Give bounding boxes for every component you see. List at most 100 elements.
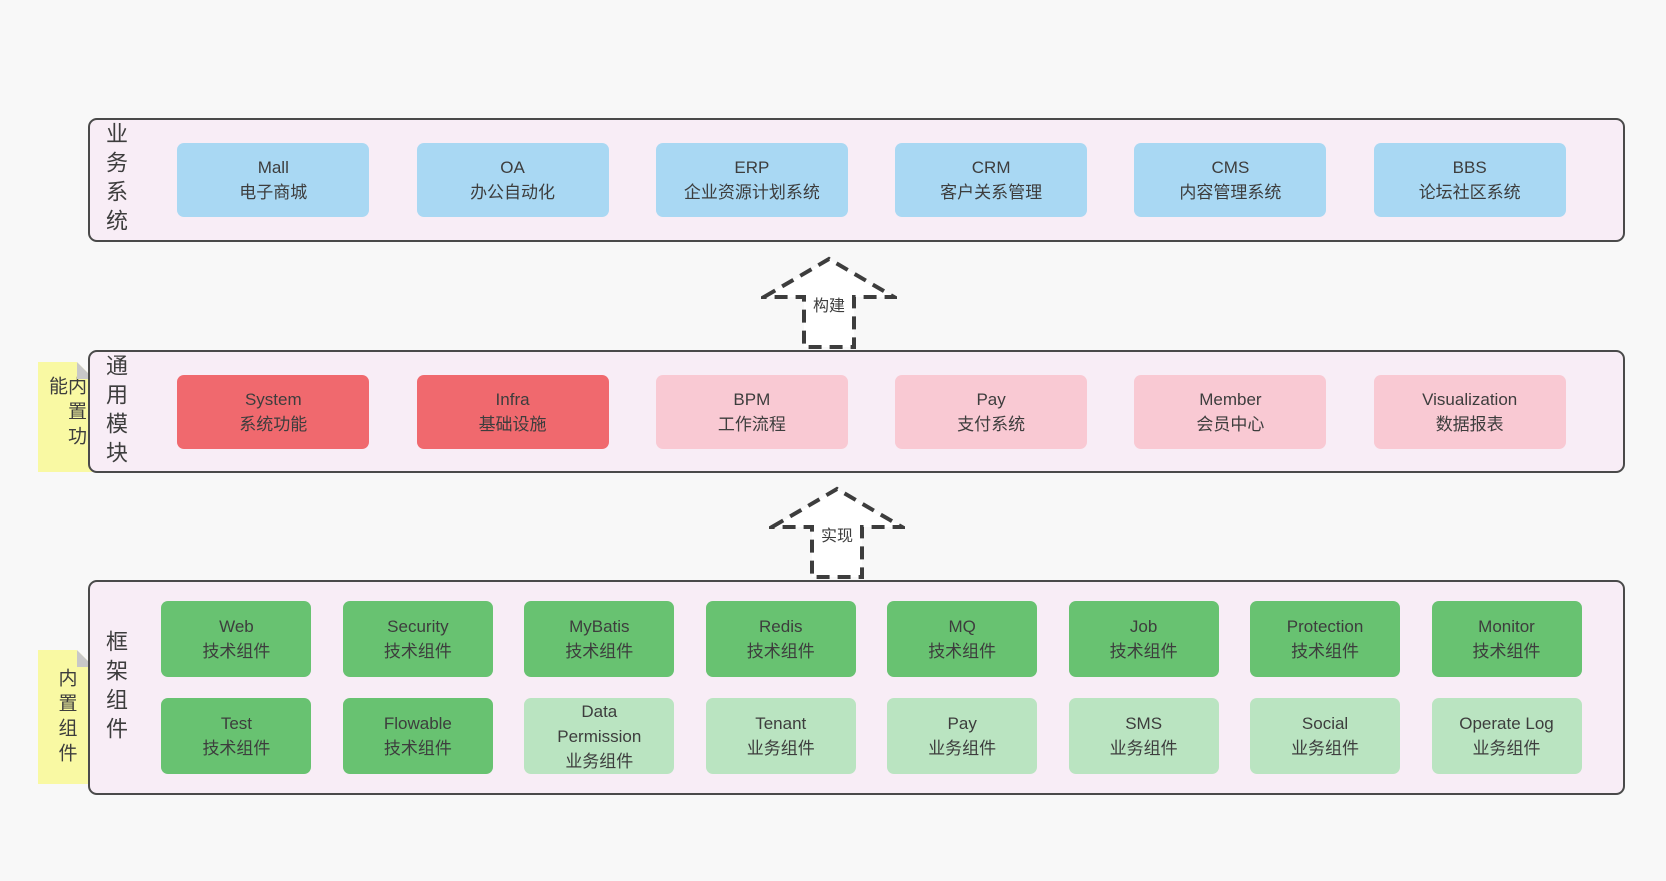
band-label-framework-components: 框架组件 — [103, 629, 128, 746]
box-cms: CMS 内容管理系统 — [1134, 143, 1327, 217]
box-subtitle: 业务组件 — [1472, 739, 1541, 759]
box-subtitle: 技术组件 — [383, 641, 452, 661]
box-subtitle: 业务组件 — [565, 751, 634, 771]
box-infra: Infra 基础设施 — [416, 374, 609, 449]
box-title: Protection — [1286, 616, 1364, 636]
box-subtitle: 支付系统 — [957, 414, 1026, 434]
box-subtitle: 客户关系管理 — [940, 183, 1043, 202]
box-mall: Mall 电子商城 — [177, 143, 370, 217]
arrow-label: 构建 — [809, 292, 849, 316]
box-subtitle: 会员中心 — [1196, 414, 1265, 434]
box-subtitle: 业务组件 — [1291, 739, 1360, 759]
box-bbs: BBS 论坛社区系统 — [1373, 143, 1566, 217]
box-security: Security 技术组件 — [342, 600, 493, 677]
box-subtitle: 技术组件 — [565, 641, 634, 661]
box-data-permission: Data Permission 业务组件 — [524, 698, 675, 775]
box-mq: MQ 技术组件 — [887, 600, 1038, 677]
box-title: MyBatis — [569, 616, 630, 636]
box-system: System 系统功能 — [177, 374, 370, 449]
box-subtitle: 技术组件 — [746, 641, 815, 661]
box-job: Job 技术组件 — [1068, 600, 1219, 677]
box-title: Web — [219, 616, 254, 636]
box-bpm: BPM 工作流程 — [655, 374, 848, 449]
band-boxes: System 系统功能 Infra 基础设施 BPM 工作流程 Pay 支付系统… — [130, 352, 1613, 471]
framework-row-2: Test 技术组件 Flowable 技术组件 Data Permission … — [130, 688, 1613, 786]
box-title: CRM — [971, 158, 1011, 177]
sticky-note-builtin-features: 内置功能 — [38, 362, 94, 472]
box-title: Job — [1129, 616, 1158, 636]
box-title: Member — [1199, 389, 1262, 409]
box-title: BPM — [733, 389, 771, 409]
box-mybatis: MyBatis 技术组件 — [524, 600, 675, 677]
box-subtitle: 技术组件 — [1109, 641, 1178, 661]
framework-row-1: Web 技术组件 Security 技术组件 MyBatis 技术组件 Redi… — [130, 590, 1613, 688]
box-monitor: Monitor 技术组件 — [1431, 600, 1582, 677]
box-title: SMS — [1125, 714, 1163, 734]
band-rows: Web 技术组件 Security 技术组件 MyBatis 技术组件 Redi… — [130, 582, 1613, 793]
box-subtitle: 企业资源计划系统 — [683, 183, 820, 202]
box-member: Member 会员中心 — [1134, 374, 1327, 449]
sticky-note-label: 内置功能 — [46, 376, 86, 451]
sticky-note-builtin-components: 内置组件 — [38, 650, 94, 784]
box-title: BBS — [1452, 158, 1487, 177]
box-title: System — [244, 389, 302, 409]
box-title: CMS — [1211, 158, 1250, 177]
sticky-note-label: 内置组件 — [55, 668, 77, 768]
box-title: Social — [1301, 714, 1349, 734]
box-subtitle: 论坛社区系统 — [1418, 183, 1521, 202]
box-title: Operate Log — [1459, 714, 1554, 734]
band-boxes: Mall 电子商城 OA 办公自动化 ERP 企业资源计划系统 CRM 客户关系… — [130, 120, 1613, 240]
box-title: Pay — [947, 714, 977, 734]
box-title: ERP — [734, 158, 770, 177]
box-erp: ERP 企业资源计划系统 — [655, 143, 848, 217]
box-subtitle: 基础设施 — [478, 414, 547, 434]
box-operate-log: Operate Log 业务组件 — [1431, 698, 1582, 775]
box-subtitle: 技术组件 — [1472, 641, 1541, 661]
box-flowable: Flowable 技术组件 — [342, 698, 493, 775]
box-subtitle: 业务组件 — [1109, 739, 1178, 759]
box-subtitle: 技术组件 — [383, 739, 452, 759]
box-subtitle: 工作流程 — [717, 414, 786, 434]
arrow-implement: 实现 — [769, 486, 905, 580]
box-test: Test 技术组件 — [161, 698, 312, 775]
box-title: Redis — [759, 616, 803, 636]
band-business-systems: 业务系统 Mall 电子商城 OA 办公自动化 ERP 企业资源计划系统 CRM… — [88, 118, 1625, 242]
box-title: Flowable — [383, 714, 452, 734]
box-sms: SMS 业务组件 — [1068, 698, 1219, 775]
box-subtitle: 电子商城 — [239, 183, 308, 202]
box-subtitle: 技术组件 — [1291, 641, 1360, 661]
box-subtitle: 技术组件 — [202, 641, 271, 661]
box-subtitle: 技术组件 — [202, 739, 271, 759]
box-subtitle: 办公自动化 — [470, 183, 556, 202]
arrow-build: 构建 — [761, 256, 897, 350]
box-title: OA — [500, 158, 525, 177]
box-visualization: Visualization 数据报表 — [1373, 374, 1566, 449]
box-title: MQ — [948, 616, 976, 636]
box-subtitle: 系统功能 — [239, 414, 308, 434]
box-title: Mall — [257, 158, 289, 177]
box-title: Tenant — [755, 714, 807, 734]
box-title: Pay — [976, 389, 1006, 409]
box-subtitle: 技术组件 — [928, 641, 997, 661]
arrow-label: 实现 — [817, 522, 857, 546]
box-subtitle: 业务组件 — [746, 739, 815, 759]
band-common-modules: 通用模块 System 系统功能 Infra 基础设施 BPM 工作流程 Pay… — [88, 350, 1625, 473]
box-title: Test — [220, 714, 253, 734]
band-framework-components: 框架组件 Web 技术组件 Security 技术组件 MyBatis 技术组件… — [88, 580, 1625, 795]
box-crm: CRM 客户关系管理 — [895, 143, 1088, 217]
box-oa: OA 办公自动化 — [416, 143, 609, 217]
box-pay-component: Pay 业务组件 — [887, 698, 1038, 775]
box-title: Data Permission — [557, 701, 642, 746]
box-title: Security — [387, 616, 449, 636]
box-redis: Redis 技术组件 — [705, 600, 856, 677]
band-label-business-systems: 业务系统 — [103, 122, 128, 238]
box-subtitle: 内容管理系统 — [1179, 183, 1282, 202]
band-label-common-modules: 通用模块 — [103, 353, 128, 470]
box-web: Web 技术组件 — [161, 600, 312, 677]
box-subtitle: 数据报表 — [1435, 414, 1504, 434]
box-title: Visualization — [1422, 389, 1518, 409]
box-tenant: Tenant 业务组件 — [705, 698, 856, 775]
box-subtitle: 业务组件 — [928, 739, 997, 759]
box-social: Social 业务组件 — [1250, 698, 1401, 775]
